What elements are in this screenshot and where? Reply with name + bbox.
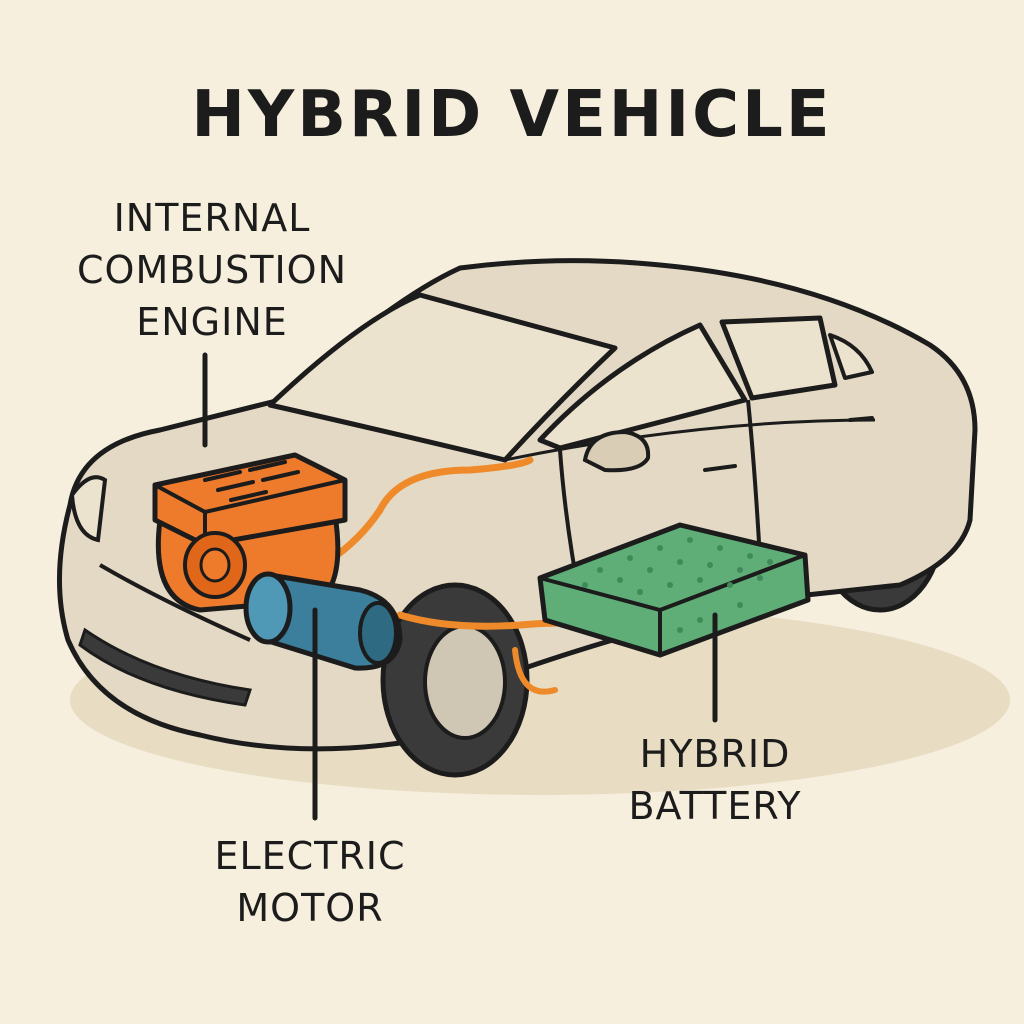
front-grille <box>98 563 251 642</box>
label-hybrid-battery: HYBRID BATTERY <box>600 728 830 832</box>
front-wheel <box>380 582 530 778</box>
label-line: HYBRID <box>639 732 791 776</box>
label-line: ELECTRIC <box>214 834 406 878</box>
diagram-title: HYBRID VEHICLE <box>191 78 833 152</box>
hybrid-battery <box>537 522 811 658</box>
windshield <box>267 292 618 463</box>
rear-quarter-window <box>828 333 874 380</box>
body-crease <box>504 418 876 462</box>
label-electric-motor: ELECTRIC MOTOR <box>190 830 430 934</box>
side-mirror <box>582 429 651 473</box>
door-handle-rear <box>848 416 874 422</box>
cable-engine-motor <box>326 456 534 564</box>
cable-battery-rear <box>512 647 558 695</box>
door-line-rear <box>746 399 762 561</box>
label-line: INTERNAL <box>113 196 311 240</box>
headlight <box>69 475 108 543</box>
rear-side-window <box>719 315 838 401</box>
front-side-window <box>537 322 748 451</box>
lower-bumper <box>78 627 252 707</box>
electric-motor <box>243 571 403 671</box>
label-line: BATTERY <box>628 784 802 828</box>
label-internal-combustion-engine: INTERNAL COMBUSTION ENGINE <box>62 192 362 348</box>
label-line: MOTOR <box>236 886 384 930</box>
door-handle-front <box>703 464 737 472</box>
label-line: COMBUSTION <box>77 248 347 292</box>
label-line: ENGINE <box>136 300 288 344</box>
